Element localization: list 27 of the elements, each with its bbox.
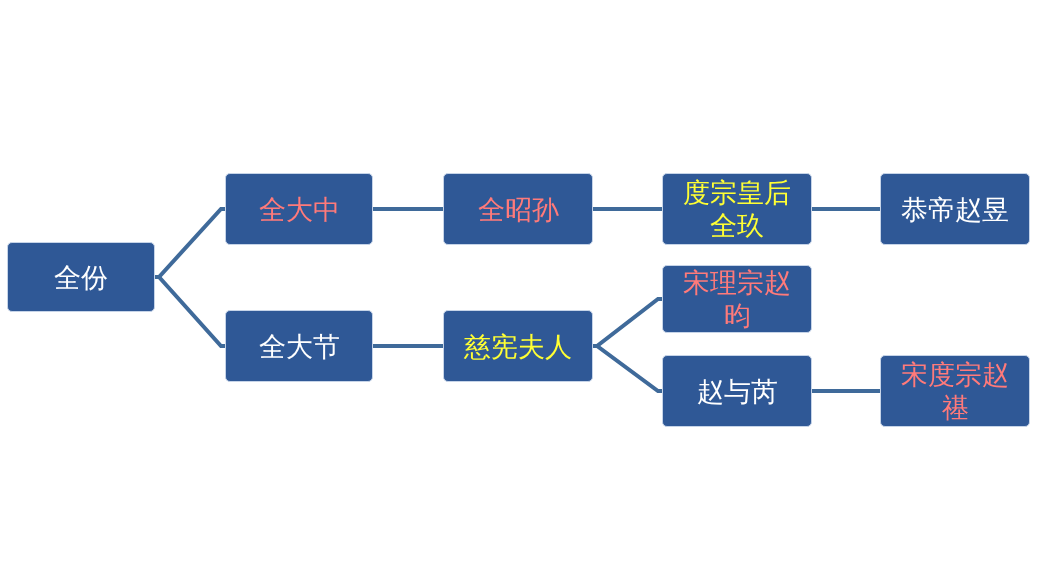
person-name: 宋度宗赵禥 [900, 358, 1010, 424]
person-box [880, 173, 1030, 245]
person-name: 度宗皇后全玖 [682, 176, 792, 242]
person-name: 恭帝赵昱 [900, 192, 1010, 226]
person-name: 全大中 [257, 192, 341, 226]
person-name: 全份 [53, 260, 109, 294]
connector-line [155, 275, 225, 348]
person-name: 全昭孙 [476, 192, 560, 226]
person-box [662, 173, 812, 245]
person-box [880, 355, 1030, 427]
person-box [225, 173, 373, 245]
person-box [7, 242, 155, 312]
person-box [662, 265, 812, 333]
person-box [225, 310, 373, 382]
person-name: 慈宪夫人 [463, 329, 573, 363]
connector-line [593, 207, 662, 211]
connector-line [373, 207, 443, 211]
person-name: 宋理宗赵昀 [682, 266, 792, 332]
person-box [443, 173, 593, 245]
connector-line [812, 389, 880, 393]
person-box [662, 355, 812, 427]
person-name: 全大节 [257, 329, 341, 363]
person-name: 赵与芮 [695, 374, 779, 408]
person-box [443, 310, 593, 382]
connector-line [593, 344, 662, 393]
connector-line [373, 344, 443, 348]
connector-line [812, 207, 880, 211]
